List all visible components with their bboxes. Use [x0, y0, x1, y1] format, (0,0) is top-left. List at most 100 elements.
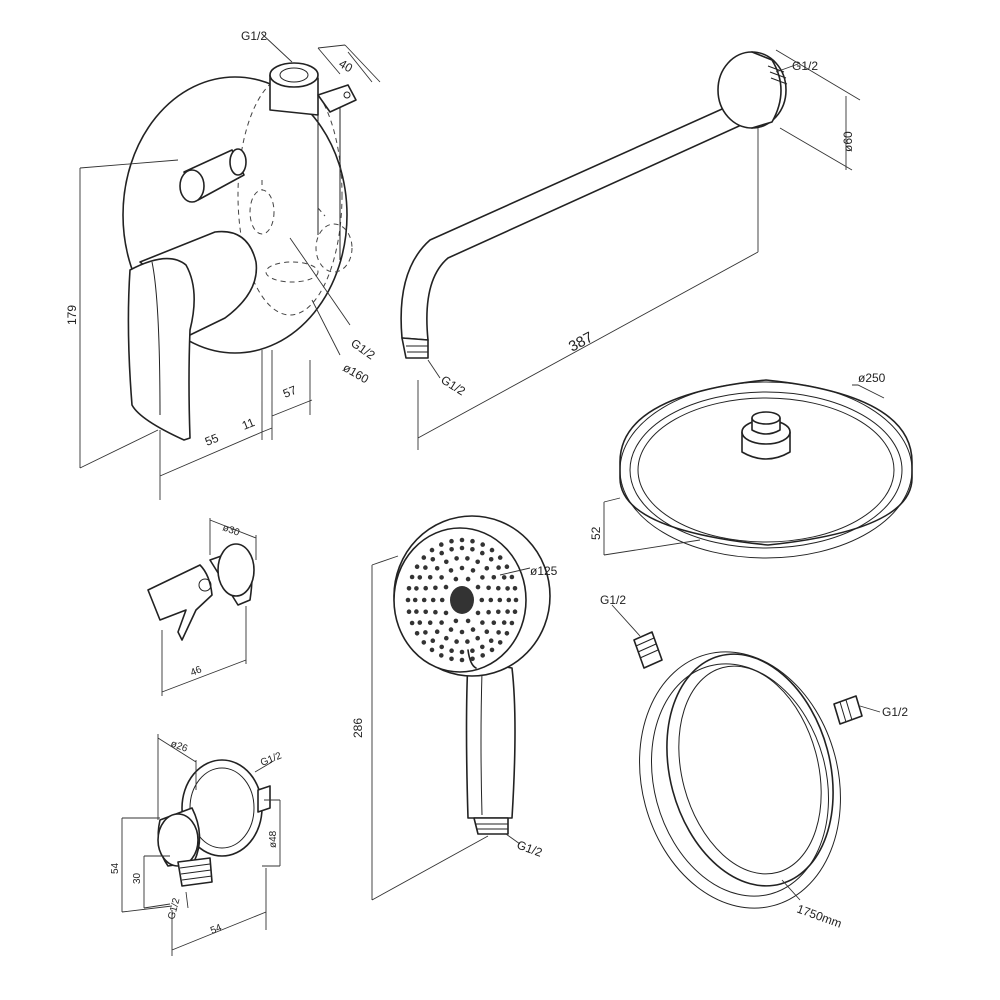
nozzle-dot [480, 550, 485, 556]
mixer-lever-base [139, 230, 258, 336]
nozzle-dot [501, 575, 507, 580]
wall-elbow: ø26 G1/2 54 30 ø48 G1/2 54 [110, 734, 284, 956]
label-mixer-11: 11 [240, 415, 257, 433]
label-arm-g12-top: G1/2 [792, 59, 818, 73]
nozzle-dot [497, 640, 503, 645]
label-hand-d125: ø125 [530, 564, 558, 578]
hose-loop-outer [666, 653, 834, 887]
nozzle-dot [465, 618, 471, 624]
shower-head-body [619, 379, 913, 546]
nozzle-dot [434, 566, 440, 571]
nozzle-dot [439, 620, 444, 625]
nozzle-dot [459, 657, 465, 663]
nozzle-dot [439, 550, 445, 556]
leader-g12-outlet [289, 237, 351, 326]
nozzle-dot [496, 609, 501, 615]
nozzle-dot [484, 566, 490, 571]
shower-arm-tube [400, 91, 771, 341]
nozzle-dot [448, 627, 454, 632]
nozzle-dot [491, 575, 497, 580]
nozzle-dot [480, 575, 485, 580]
shower-hose: G1/2 G1/2 1750mm [600, 593, 908, 931]
nozzle-dot [414, 631, 420, 636]
nozzle-dot [470, 568, 476, 573]
nozzle-dot [430, 638, 436, 643]
label-elbow-54-width: 54 [209, 922, 224, 937]
concealed-mixer: G1/2 40 179 G1/2 ø160 57 11 55 [65, 29, 381, 500]
nozzle-dot [443, 610, 449, 616]
nozzle-dot [470, 538, 475, 544]
hand-shower-handle [465, 659, 516, 819]
nozzle-dot [475, 559, 481, 565]
nozzle-dot [496, 585, 501, 591]
leader-g12-top [261, 33, 293, 63]
nozzle-dot [512, 586, 518, 591]
nozzle-dot [513, 597, 519, 603]
dim-387 [417, 128, 759, 450]
nozzle-dot [439, 653, 444, 658]
nozzle-dot [497, 597, 503, 603]
mixer-top-pipe-end [269, 62, 319, 88]
nozzle-dot [459, 565, 465, 571]
nozzle-dot [484, 629, 490, 634]
label-holder-46: 46 [189, 664, 204, 679]
hand-shower: ø125 286 G1/2 [351, 515, 558, 901]
nozzle-dot [509, 620, 515, 626]
nozzle-dot [459, 537, 465, 543]
dim-286 [371, 555, 489, 901]
label-hose-length: 1750mm [795, 902, 844, 931]
nozzle-dot [421, 597, 427, 603]
shower-arm: 387 G1/2 ø60 G1/2 [400, 49, 861, 450]
nozzle-dot [496, 565, 501, 570]
diverter-knob-end [179, 169, 205, 203]
label-hand-286: 286 [351, 718, 365, 738]
nozzle-dot [470, 648, 475, 653]
nozzle-dot [480, 644, 485, 650]
nozzle-dot [465, 576, 471, 582]
nozzle-dot [475, 610, 481, 616]
mixer-lever-handle [127, 257, 195, 441]
nozzle-dot [505, 586, 510, 591]
label-arm-387: 387 [566, 329, 596, 356]
nozzle-dot [423, 585, 429, 591]
nozzle-dot [412, 597, 418, 603]
nozzle-dot [423, 565, 428, 570]
nozzle-dot [459, 545, 465, 551]
nozzle-dot [470, 627, 476, 632]
label-mixer-g12-top: G1/2 [241, 29, 267, 43]
nozzle-dot [506, 597, 512, 603]
label-hand-g12: G1/2 [515, 838, 545, 860]
rain-shower-head: ø250 52 [589, 371, 913, 559]
nozzle-dot [409, 620, 415, 626]
nozzle-dot [505, 609, 510, 614]
dim-179 [79, 159, 179, 469]
nozzle-dot [444, 559, 449, 565]
hose-fitting-right [833, 695, 863, 725]
nozzle-dot [504, 564, 510, 569]
label-elbow-g12-top: G1/2 [259, 750, 284, 768]
nozzle-dot [488, 638, 494, 643]
nozzle-dot [454, 639, 459, 644]
nozzle-dot [439, 597, 445, 603]
label-head-52: 52 [589, 526, 603, 540]
nozzle-dot [488, 557, 494, 562]
nozzle-dot [423, 630, 428, 635]
nozzle-dot [480, 542, 486, 547]
nozzle-dot [459, 649, 465, 655]
nozzle-dot [475, 635, 481, 641]
nozzle-dot [453, 576, 459, 582]
nozzle-dot [465, 639, 470, 644]
nozzle-dot [449, 648, 454, 653]
nozzle-dot [421, 555, 427, 560]
nozzle-dot [504, 631, 510, 636]
nozzle-dot [439, 644, 445, 650]
nozzle-dot [449, 538, 454, 544]
nozzle-dot [448, 568, 454, 573]
nozzle-dot [443, 584, 449, 590]
mixer-bracket [317, 84, 357, 113]
nozzle-dot [444, 635, 449, 641]
hose-fitting-top [633, 631, 663, 669]
label-mixer-179: 179 [65, 305, 79, 325]
nozzle-dot [491, 620, 497, 625]
label-hose-g12-top: G1/2 [600, 593, 626, 607]
